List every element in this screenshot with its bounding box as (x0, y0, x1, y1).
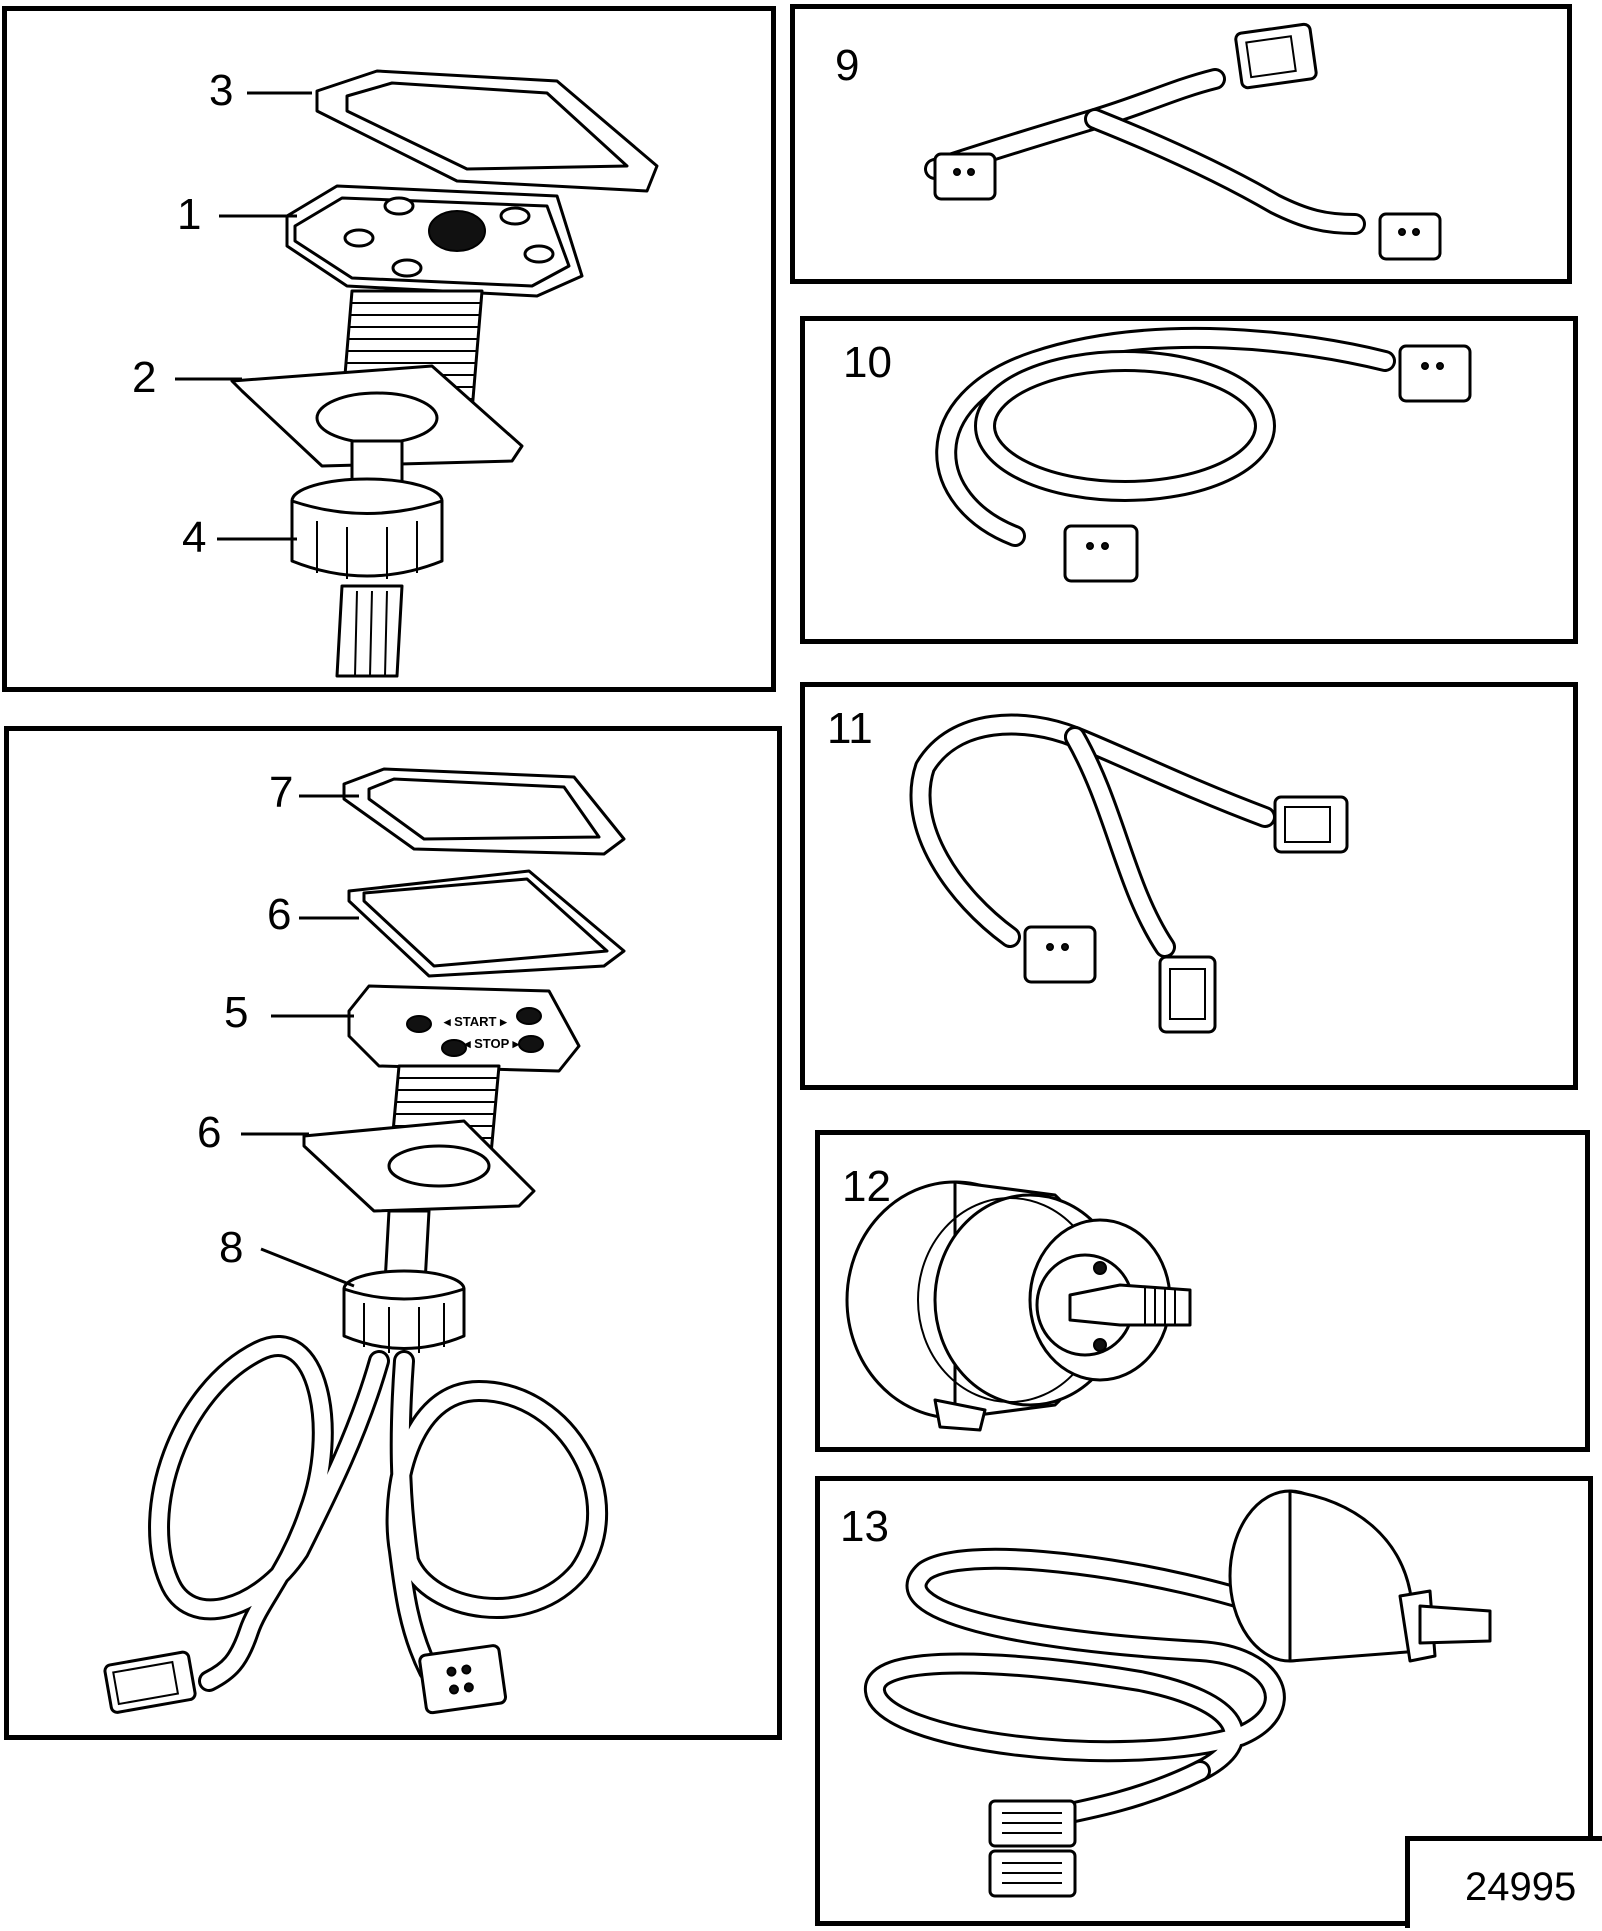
label-6-lower: 6 (197, 1108, 222, 1157)
label-13: 13 (840, 1502, 889, 1551)
label-4: 4 (182, 513, 207, 562)
split-harness-drawing (909, 713, 1349, 1034)
label-7: 7 (269, 768, 294, 817)
label-6-upper: 6 (267, 890, 292, 939)
seal-item-6-upper (347, 869, 626, 978)
connector-right-11 (1273, 795, 1349, 854)
connector-left (103, 1650, 197, 1714)
connector-bottom-10 (1063, 524, 1139, 583)
connector-top (1234, 22, 1318, 90)
panel-control-unit: 3 1 2 4 (2, 6, 776, 692)
panel-item-10: 10 (800, 316, 1578, 644)
connector-bottom-11 (1158, 955, 1217, 1034)
connector-left-11 (1023, 925, 1097, 984)
label-2: 2 (132, 353, 157, 402)
frame-item-7 (342, 767, 626, 856)
sender-drawing (845, 1180, 1192, 1432)
connector-right-9 (1378, 212, 1442, 261)
label-5: 5 (224, 988, 249, 1037)
connector-right (418, 1644, 508, 1715)
connector-top-10 (1398, 344, 1472, 403)
stop-text: ◂ STOP ▸ (463, 1036, 521, 1051)
start-stop-drawing: ◂ START ▸ ◂ STOP ▸ (103, 767, 626, 1715)
label-9: 9 (835, 41, 860, 90)
extension-cable-drawing (935, 326, 1472, 583)
panel-item-12: 12 (815, 1130, 1590, 1452)
label-1: 1 (177, 190, 202, 239)
control-unit-drawing (175, 69, 659, 678)
panel-item-9: 9 (790, 4, 1572, 284)
nut-item-4 (290, 477, 444, 579)
label-11: 11 (827, 704, 873, 753)
double-connector-13 (988, 1799, 1077, 1898)
gasket-item-6-lower (302, 1119, 536, 1213)
panel-start-stop-unit: ◂ START ▸ ◂ STOP ▸ (4, 726, 782, 1740)
key-switch-panel-item-1 (285, 184, 584, 298)
label-8: 8 (219, 1223, 244, 1272)
sender-with-cable-drawing (864, 1489, 1492, 1898)
nut-item-8 (342, 1269, 466, 1353)
panel-item-11: 11 (800, 682, 1578, 1090)
label-3: 3 (209, 66, 234, 115)
label-12: 12 (842, 1162, 891, 1211)
frame-ring-item-3 (315, 69, 659, 193)
reference-number: 24995 (1465, 1865, 1577, 1909)
start-text: ◂ START ▸ (443, 1014, 508, 1029)
connector-left-9 (933, 152, 997, 201)
reference-number-box: 24995 (1405, 1836, 1602, 1928)
start-stop-panel-item-5: ◂ START ▸ ◂ STOP ▸ (347, 984, 581, 1073)
y-harness-drawing (924, 22, 1442, 261)
label-10: 10 (843, 338, 892, 387)
